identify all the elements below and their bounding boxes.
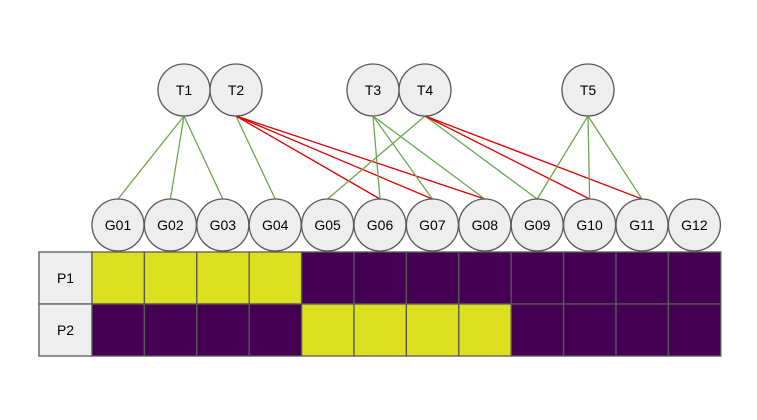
grid-cell-p2-g02 <box>143 303 198 357</box>
node-label: G05 <box>314 217 341 233</box>
grid-cell-p1-g08 <box>458 251 512 305</box>
node-label: G09 <box>524 217 551 233</box>
node-label: T3 <box>365 82 382 98</box>
bottom-node-g03: G03 <box>196 198 250 252</box>
node-label: G07 <box>419 217 446 233</box>
bottom-node-g04: G04 <box>248 198 302 252</box>
edge-t5-g10 <box>587 115 591 200</box>
grid-cell-p2-g05 <box>300 303 355 357</box>
edge-t1-g03 <box>183 115 224 200</box>
node-label: G08 <box>472 217 499 233</box>
grid-cell-p1-g03 <box>196 251 250 305</box>
grid-cell-p2-g09 <box>510 303 565 357</box>
grid-cell-p1-g12 <box>667 251 722 305</box>
top-node-t3: T3 <box>346 63 400 117</box>
grid-cell-p1-g07 <box>405 251 460 305</box>
grid-cell-p2-g04 <box>248 303 303 357</box>
edge-t4-g11 <box>424 115 643 200</box>
node-circle <box>667 198 722 252</box>
grid-cell-p2-g12 <box>667 303 722 357</box>
bottom-node-g08: G08 <box>458 198 512 252</box>
edge-t3-g07 <box>372 115 433 200</box>
grid-cell-p1-g01 <box>91 251 146 305</box>
edge-t5-g09 <box>536 115 589 200</box>
grid-cell-p2-g03 <box>196 303 250 357</box>
bottom-node-g11: G11 <box>615 198 669 252</box>
node-circle <box>561 63 615 117</box>
edges-layer <box>117 115 643 200</box>
top-node-t2: T2 <box>209 63 263 117</box>
grid-cell-p2-g08 <box>458 303 512 357</box>
row-label-text: P2 <box>57 322 74 338</box>
bottom-node-g01: G01 <box>91 198 145 252</box>
edge-t2-g06 <box>235 115 381 200</box>
node-label: T1 <box>176 82 193 98</box>
node-circle <box>209 63 263 117</box>
edge-t2-g04 <box>235 115 276 200</box>
grid-cell-p2-g10 <box>562 303 617 357</box>
node-label: G11 <box>629 217 655 233</box>
grid-cell-p1-g04 <box>248 251 303 305</box>
node-label: G04 <box>262 217 289 233</box>
edge-t5-g11 <box>587 115 643 200</box>
node-circle <box>398 63 452 117</box>
grid-cell-p1-g02 <box>143 251 198 305</box>
bottom-node-g12: G12 <box>667 198 722 252</box>
node-label: T5 <box>580 82 597 98</box>
edge-t3-g08 <box>372 115 486 200</box>
row-label-text: P1 <box>57 270 74 286</box>
bottom-node-g06: G06 <box>353 198 407 252</box>
grid-cell-p1-g11 <box>615 251 670 305</box>
bottom-node-g09: G09 <box>510 198 564 252</box>
grid-cell-p2-g01 <box>91 303 146 357</box>
edge-t4-g10 <box>424 115 590 200</box>
bottom-node-g10: G10 <box>562 198 617 252</box>
edge-t2-g08 <box>235 115 486 200</box>
node-label: G10 <box>576 217 603 233</box>
node-label: G12 <box>681 217 708 233</box>
edge-t1-g01 <box>117 115 185 200</box>
top-node-t4: T4 <box>398 63 452 117</box>
edge-t4-g09 <box>424 115 538 200</box>
bottom-node-g07: G07 <box>405 198 460 252</box>
node-label: G02 <box>157 217 184 233</box>
top-node-t5: T5 <box>561 63 615 117</box>
node-label: G01 <box>105 217 132 233</box>
row-label-p2: P2 <box>38 303 93 357</box>
edge-t2-g07 <box>235 115 433 200</box>
node-label: G03 <box>210 217 237 233</box>
grid-cell-p2-g11 <box>615 303 670 357</box>
grid-cell-p2-g07 <box>405 303 460 357</box>
node-label: G06 <box>367 217 394 233</box>
row-label-box <box>38 303 93 357</box>
bottom-node-g02: G02 <box>143 198 198 252</box>
node-label: T2 <box>228 82 245 98</box>
top-node-t1: T1 <box>157 63 211 117</box>
grid-cell-p1-g05 <box>300 251 355 305</box>
edge-t1-g02 <box>169 115 185 200</box>
grid-cell-p2-g06 <box>353 303 408 357</box>
grid-cell-p1-g09 <box>510 251 565 305</box>
edge-t4-g05 <box>327 115 426 200</box>
grid-cell-p1-g06 <box>353 251 408 305</box>
row-label-box <box>38 251 93 305</box>
row-label-p1: P1 <box>38 251 93 305</box>
grid-cell-p1-g10 <box>562 251 617 305</box>
node-label: T4 <box>417 82 434 98</box>
bottom-node-g05: G05 <box>300 198 355 252</box>
